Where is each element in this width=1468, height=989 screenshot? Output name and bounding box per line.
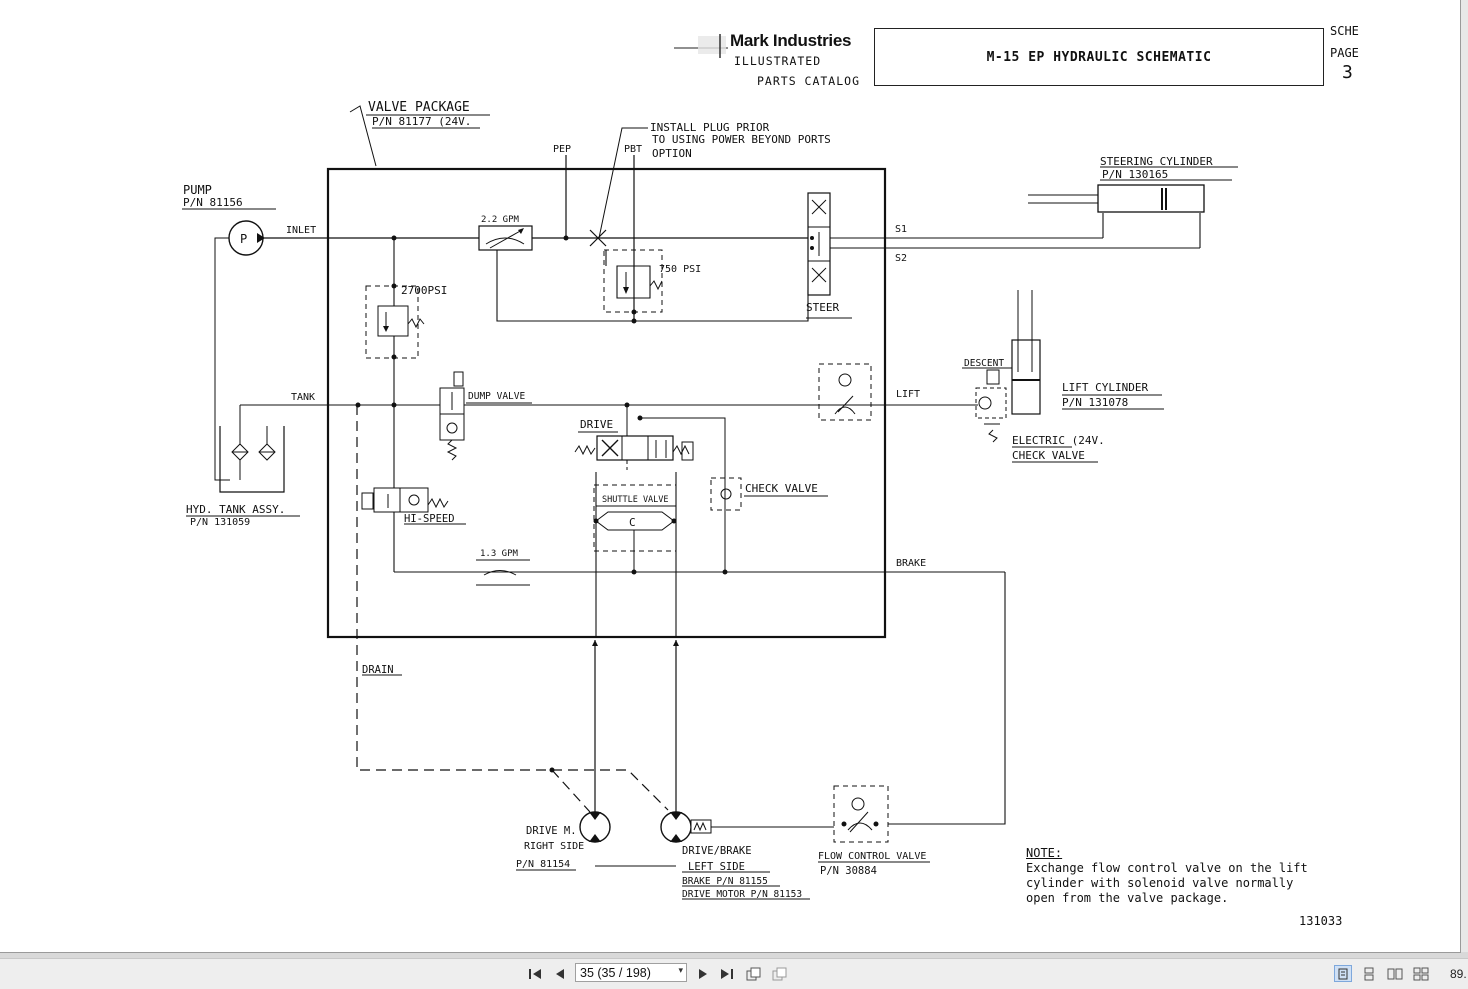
- check-valve-icon: [710, 477, 742, 511]
- descent-label: DESCENT: [964, 358, 1004, 369]
- single-page-view-icon[interactable]: [1334, 965, 1352, 982]
- note-block: NOTE: Exchange flow control valve on the…: [1026, 846, 1308, 906]
- page-number-value: 35 (35 / 198): [580, 965, 651, 980]
- flow-control-valve-icon: [833, 785, 889, 843]
- shuttle-valve-label: SHUTTLE VALVE: [602, 495, 669, 505]
- fit-page-icon[interactable]: [771, 965, 789, 983]
- note-line3: open from the valve package.: [1026, 891, 1229, 905]
- continuous-facing-view-icon[interactable]: [1412, 965, 1430, 982]
- zoom-level[interactable]: 89.: [1450, 967, 1467, 981]
- relief-2700-icon: [377, 305, 409, 337]
- pump-pn: P/N 81156: [183, 196, 243, 209]
- electric-check-valve-icon: [978, 396, 992, 410]
- dump-valve-label: DUMP VALVE: [468, 391, 525, 402]
- facing-view-icon[interactable]: [1386, 965, 1404, 982]
- pep-label: PEP: [553, 144, 571, 155]
- left-side-label: LEFT SIDE: [688, 861, 745, 873]
- pump-label: PUMP: [183, 183, 212, 197]
- catalog-line2: PARTS CATALOG: [757, 74, 861, 88]
- electric-check-label-2: CHECK VALVE: [1012, 449, 1085, 462]
- drive-label: DRIVE: [580, 418, 613, 431]
- pbt-label: PBT: [624, 144, 642, 155]
- install-note-line1: INSTALL PLUG PRIOR: [650, 121, 770, 134]
- vertical-scrollbar[interactable]: [1461, 0, 1468, 952]
- drive-brake-label: DRIVE/BRAKE: [682, 845, 752, 857]
- hi-speed-label: HI-SPEED: [404, 513, 455, 525]
- note-line1: Exchange flow control valve on the lift: [1026, 861, 1308, 875]
- drive-valve-icon: [596, 435, 674, 461]
- valve-package-pn: P/N 81177 (24V.: [372, 115, 471, 128]
- viewer-toolbar: 35 (35 / 198) ▾ 89.: [0, 958, 1468, 989]
- shuttle-symbol: C: [629, 516, 636, 529]
- drive-motor-pn-label: DRIVE MOTOR P/N 81153: [682, 889, 802, 900]
- right-side-label: RIGHT SIDE: [524, 841, 584, 852]
- lift-cylinder-label: LIFT CYLINDER: [1062, 381, 1148, 394]
- drain-label: DRAIN: [362, 664, 394, 676]
- inlet-label: INLET: [286, 225, 316, 236]
- page-label: PAGE: [1330, 46, 1359, 60]
- brand-logo-mark: [674, 34, 728, 58]
- tank-label: TANK: [291, 392, 315, 403]
- first-page-icon[interactable]: [526, 965, 544, 983]
- flow-control-pn: P/N 30884: [820, 865, 877, 877]
- check-valve-label: CHECK VALVE: [745, 482, 818, 495]
- next-page-icon[interactable]: [694, 965, 712, 983]
- hyd-tank-pn: P/N 131059: [190, 517, 250, 528]
- page-number-select[interactable]: 35 (35 / 198) ▾: [575, 963, 687, 982]
- last-page-icon[interactable]: [718, 965, 736, 983]
- hyd-tank-label: HYD. TANK ASSY.: [186, 503, 285, 516]
- psi-750-label: 750 PSI: [659, 264, 701, 275]
- flow-control-label: FLOW CONTROL VALVE: [818, 851, 926, 862]
- steering-cylinder-icon: [1097, 184, 1205, 213]
- brake-pn-label: BRAKE P/N 81155: [682, 876, 768, 887]
- gpm-13-label: 1.3 GPM: [480, 549, 519, 559]
- page-number: 3: [1342, 62, 1353, 83]
- psi-2700-label: 2700PSI: [401, 284, 447, 297]
- drive-m-label: DRIVE M.: [526, 825, 577, 837]
- note-line2: cylinder with solenoid valve normally: [1026, 876, 1294, 890]
- continuous-view-icon[interactable]: [1360, 965, 1378, 982]
- note-heading: NOTE:: [1026, 846, 1063, 860]
- lift-label: LIFT: [896, 389, 920, 400]
- right-pn-label: P/N 81154: [516, 859, 570, 870]
- steering-cylinder-label: STEERING CYLINDER: [1100, 155, 1213, 168]
- lift-cylinder-icon: [1011, 339, 1041, 415]
- previous-page-icon[interactable]: [551, 965, 569, 983]
- lift-cylinder-pn: P/N 131078: [1062, 396, 1128, 409]
- valve-package-label: VALVE PACKAGE: [368, 100, 470, 115]
- valve-package-box: [326, 167, 887, 639]
- hydraulic-tank-icon: [219, 426, 285, 493]
- catalog-line1: ILLUSTRATED: [734, 54, 822, 68]
- dropdown-arrow-icon: ▾: [678, 965, 683, 975]
- install-note-line3: OPTION: [652, 147, 692, 160]
- relief-750-icon: [605, 250, 651, 299]
- s1-label: S1: [895, 224, 907, 235]
- brake-label: BRAKE: [896, 558, 926, 569]
- install-note-line2: TO USING POWER BEYOND PORTS: [652, 133, 831, 146]
- lift-valve-icon: [818, 363, 872, 421]
- schematic-drawing: VALVE PACKAGE P/N 81177 (24V. INSTALL PL…: [182, 34, 1238, 900]
- sche-label: SCHE: [1330, 24, 1359, 38]
- pump-symbol: P: [240, 232, 247, 246]
- electric-check-label-1: ELECTRIC (24V.: [1012, 434, 1105, 447]
- document-number: 131033: [1299, 914, 1343, 928]
- steer-label: STEER: [806, 301, 839, 314]
- schematic-title: M-15 EP HYDRAULIC SCHEMATIC: [874, 28, 1324, 86]
- brand-name: Mark Industries: [730, 31, 852, 50]
- s2-label: S2: [895, 253, 907, 264]
- hi-speed-valve-icon: [373, 487, 429, 513]
- gpm-22-label: 2.2 GPM: [481, 215, 520, 225]
- steering-cylinder-pn: P/N 130165: [1102, 168, 1168, 181]
- rotate-page-icon[interactable]: [745, 965, 763, 983]
- document-page: VALVE PACKAGE P/N 81177 (24V. INSTALL PL…: [0, 0, 1461, 953]
